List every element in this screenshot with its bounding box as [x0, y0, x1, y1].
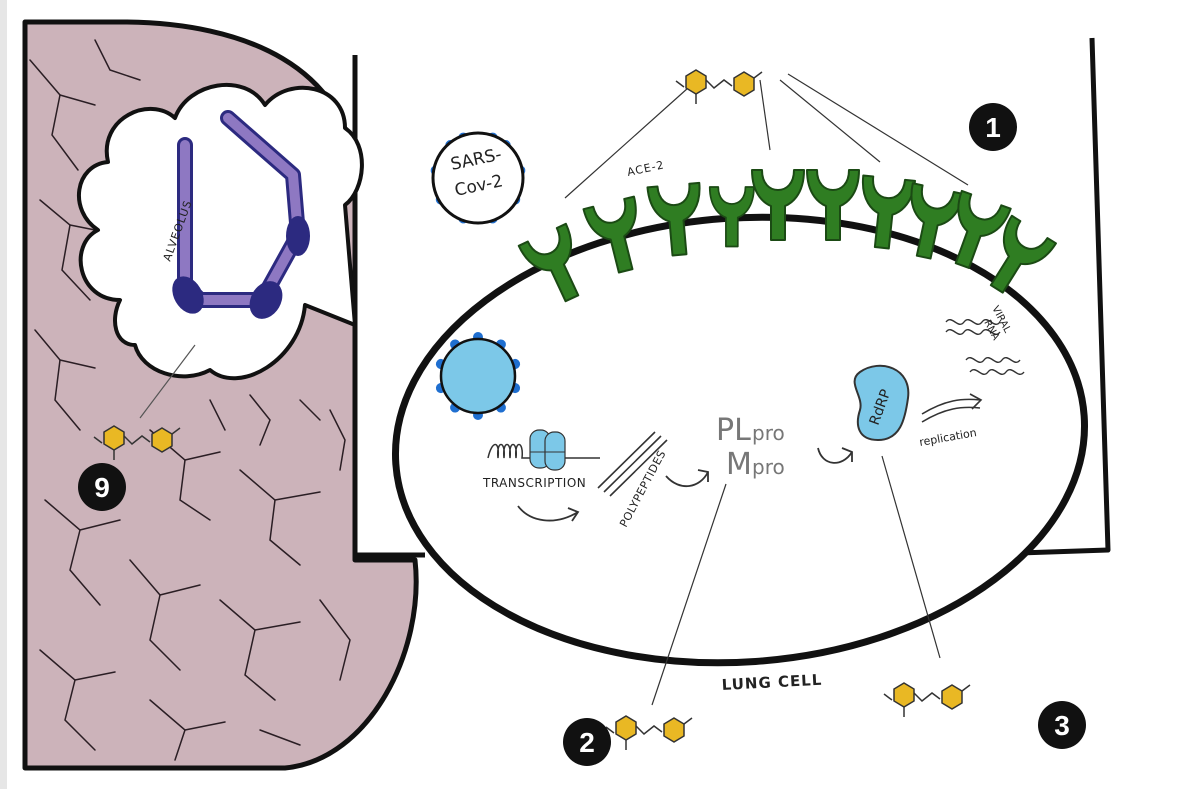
alveolus-node: [249, 281, 283, 319]
arrow-icon: [921, 406, 981, 423]
drug-molecule-icon: [883, 682, 971, 718]
badge-1: 1: [969, 103, 1017, 151]
drug-molecule-icon: [675, 69, 763, 105]
protease-labels: PL pro M pro: [716, 413, 785, 482]
rdrp-enzyme: RdRP: [817, 364, 910, 464]
svg-text:3: 3: [1054, 710, 1070, 741]
arrow-icon: [665, 471, 709, 487]
badge-2: 2: [563, 718, 611, 766]
sars-cov-2-virus: SARS- Cov-2: [429, 130, 527, 226]
alveolus-callout: ALVEOLUS: [76, 82, 364, 381]
entering-virus: [433, 331, 523, 421]
plpro-label: PL: [716, 413, 751, 448]
ribosome-icon: [529, 429, 566, 471]
svg-text:2: 2: [579, 727, 595, 758]
badge-9: 9: [78, 463, 126, 511]
mrna-strand: [487, 443, 600, 459]
arrow-icon: [517, 505, 579, 522]
badge-3: 3: [1038, 701, 1086, 749]
arrow-icon: [817, 447, 853, 464]
mpro-subscript: pro: [752, 455, 785, 479]
page-edge: [0, 0, 7, 789]
transcription-label: TRANSCRIPTION: [482, 476, 586, 490]
drug-molecule-icon: [605, 715, 693, 751]
lung-cell-label: LUNG CELL: [721, 671, 822, 694]
svg-text:1: 1: [985, 112, 1001, 143]
connector-line: [139, 344, 196, 419]
alveolus-node: [172, 276, 204, 314]
alveolus-node: [286, 216, 310, 256]
connector-lines: [564, 73, 969, 706]
lung-cell: [391, 213, 1089, 667]
plpro-subscript: pro: [752, 421, 785, 445]
mpro-label: M: [726, 447, 752, 482]
svg-text:9: 9: [94, 472, 110, 503]
ace2-label: ACE-2: [626, 158, 666, 179]
transcription-process: TRANSCRIPTION: [482, 429, 600, 522]
